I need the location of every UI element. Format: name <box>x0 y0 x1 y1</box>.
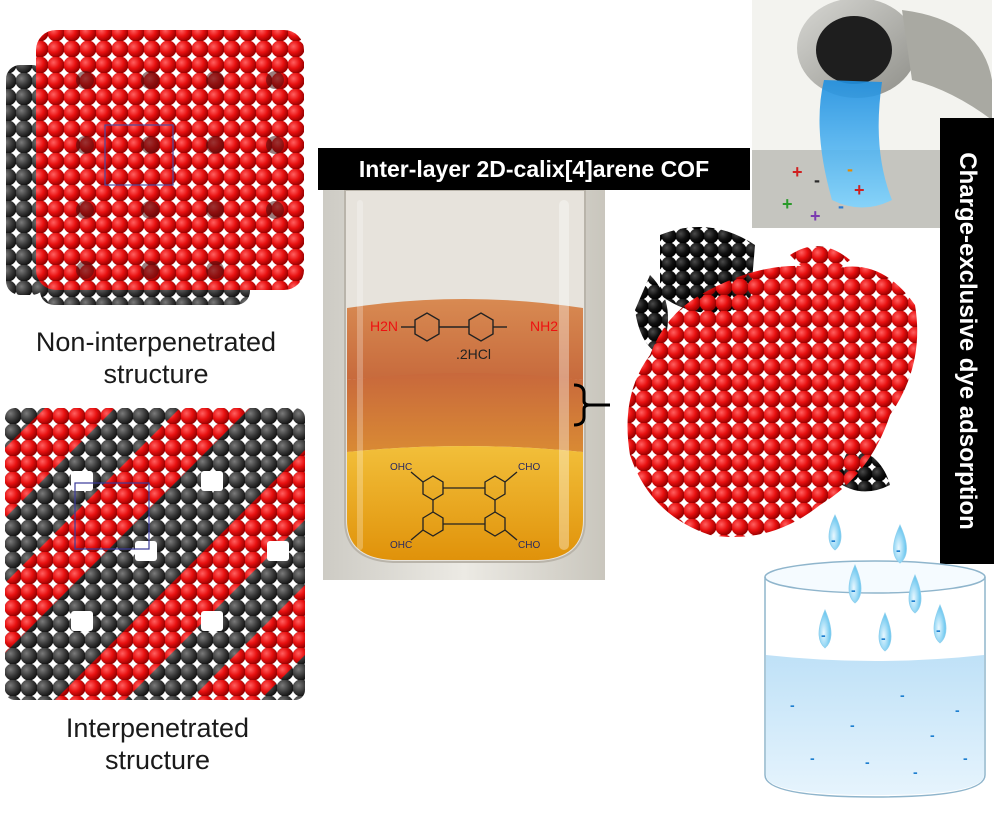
svg-text:-: - <box>896 542 901 558</box>
svg-text:-: - <box>847 159 853 179</box>
amine-label-right: NH2 <box>530 318 559 334</box>
svg-text:-: - <box>838 196 844 216</box>
svg-text:+: + <box>792 162 803 182</box>
svg-text:-: - <box>963 750 968 766</box>
clean-water-beaker: - - - - - - - - - - - - - - - - <box>764 514 986 798</box>
calixarene-aldehyde-structure <box>410 471 518 541</box>
vertical-title-bar <box>940 118 994 564</box>
svg-text:-: - <box>831 532 836 548</box>
interface-bracket <box>573 383 610 427</box>
svg-text:-: - <box>814 170 820 190</box>
svg-text:-: - <box>850 717 855 733</box>
svg-text:-: - <box>930 727 935 743</box>
aldehyde-label-top-right: CHO <box>518 462 541 473</box>
caption-interpenetrated: Interpenetrated structure <box>10 712 305 776</box>
svg-text:-: - <box>851 582 856 598</box>
svg-text:-: - <box>955 702 960 718</box>
caption-line-2: structure <box>104 745 211 775</box>
aldehyde-label-bottom-left: OHC <box>390 540 413 551</box>
salt-label: .2HCl <box>456 346 492 362</box>
caption-line-1: Interpenetrated <box>65 713 250 743</box>
benzidine-structure <box>401 312 507 342</box>
caption-line-2: structure <box>103 359 209 389</box>
non-interpenetrated-lattice <box>6 30 304 305</box>
red-layer <box>627 246 918 537</box>
svg-text:-: - <box>936 622 941 638</box>
caption-non-interpenetrated: Non-interpenetrated structure <box>0 326 312 390</box>
caption-line-1: Non-interpenetrated <box>35 327 277 357</box>
svg-text:+: + <box>810 206 821 226</box>
center-title: Inter-layer 2D-calix[4]arene COF <box>318 148 750 190</box>
svg-text:-: - <box>881 630 886 646</box>
vial-photo <box>323 190 605 580</box>
amine-label-left: H2N <box>370 318 399 334</box>
svg-text:-: - <box>790 697 795 713</box>
svg-text:-: - <box>911 592 916 608</box>
vertical-title: Charge-exclusive dye adsorption <box>954 152 981 530</box>
svg-text:-: - <box>821 627 826 643</box>
svg-text:-: - <box>810 750 815 766</box>
interpenetrated-lattice <box>5 408 305 700</box>
cof-adsorbent-model <box>627 227 918 537</box>
aldehyde-label-bottom-right: CHO <box>518 540 541 551</box>
front-layer <box>36 30 304 290</box>
aldehyde-label-top-left: OHC <box>390 462 413 473</box>
svg-text:-: - <box>913 764 918 780</box>
svg-text:+: + <box>854 180 865 200</box>
svg-text:-: - <box>865 754 870 770</box>
svg-text:+: + <box>782 194 793 214</box>
svg-text:-: - <box>900 687 905 703</box>
